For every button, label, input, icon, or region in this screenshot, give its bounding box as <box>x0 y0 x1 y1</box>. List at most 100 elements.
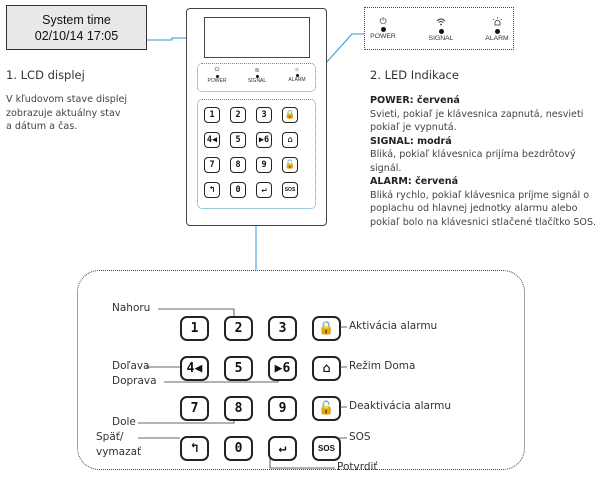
key-enter[interactable]: ↵ <box>268 436 297 461</box>
device-led-power: ⏻ POWER <box>199 67 235 84</box>
key-5[interactable]: 5 <box>224 356 253 381</box>
device-led-signal-label: SIGNAL <box>247 78 267 84</box>
down-arrow-icon: 8 <box>234 401 243 416</box>
key-7-label: 7 <box>209 160 215 170</box>
lock-icon: 🔒 <box>318 321 335 336</box>
system-time-value: 02/10/14 17:05 <box>34 29 119 43</box>
signal-desc-line: Bliká, pokiaľ klávesnica prijíma bezdrôt… <box>370 149 576 160</box>
key-7[interactable]: 7 <box>204 157 220 173</box>
key-1[interactable]: 1 <box>204 107 220 123</box>
lock-icon: 🔒 <box>284 110 296 120</box>
led-dot <box>295 74 299 77</box>
left-arrow-icon: 4◀ <box>206 135 218 145</box>
label-enter: Potvrdiť <box>337 461 378 473</box>
key-sos-label: SOS <box>318 444 335 453</box>
key-4-left[interactable]: 4◀ <box>204 132 220 148</box>
right-arrow-icon: ▶6 <box>258 135 270 145</box>
led-alarm: ALARM <box>477 17 517 42</box>
key-home[interactable]: ⌂ <box>312 356 341 381</box>
key-7[interactable]: 7 <box>180 396 209 421</box>
key-sos[interactable]: SOS <box>312 436 341 461</box>
key-3-label: 3 <box>278 321 287 336</box>
key-9[interactable]: 9 <box>256 157 272 173</box>
power-desc-line: pokiaľ je vypnutá. <box>370 122 457 133</box>
led-alarm-label: ALARM <box>485 35 509 42</box>
down-arrow-icon: 8 <box>235 160 241 170</box>
key-8-down[interactable]: 8 <box>230 157 246 173</box>
key-disarm[interactable]: 🔓 <box>282 157 298 173</box>
section-lcd-title: 1. LCD displej <box>6 68 85 82</box>
key-4-left[interactable]: 4◀ <box>180 356 209 381</box>
key-disarm[interactable]: 🔓 <box>312 396 341 421</box>
key-arm[interactable]: 🔒 <box>282 107 298 123</box>
key-2-up[interactable]: 2 <box>230 107 246 123</box>
key-back[interactable]: ↰ <box>180 436 209 461</box>
key-enter[interactable]: ↵ <box>256 182 272 198</box>
key-9[interactable]: 9 <box>268 396 297 421</box>
power-heading: POWER: červená <box>370 95 460 106</box>
system-time-label: System time <box>42 13 111 27</box>
unlock-icon: 🔓 <box>284 160 296 170</box>
key-3[interactable]: 3 <box>256 107 272 123</box>
label-arm: Aktivácia alarmu <box>349 320 438 332</box>
signal-icon: ≋ <box>254 68 260 74</box>
zoomed-keypad-panel <box>77 270 525 470</box>
lcd-screen <box>204 17 310 58</box>
device-led-alarm-label: ALARM <box>288 77 306 83</box>
led-dot <box>494 29 500 34</box>
led-dot <box>438 29 444 34</box>
up-arrow-icon: 2 <box>235 110 241 120</box>
led-dot <box>215 75 219 78</box>
key-0[interactable]: 0 <box>230 182 246 198</box>
power-icon: ⏻ <box>214 67 220 73</box>
key-0[interactable]: 0 <box>224 436 253 461</box>
key-1[interactable]: 1 <box>180 316 209 341</box>
key-back[interactable]: ↰ <box>204 182 220 198</box>
system-time-callout: System time 02/10/14 17:05 <box>6 5 147 50</box>
key-6-right[interactable]: ▶6 <box>256 132 272 148</box>
signal-icon <box>421 17 461 28</box>
device-led-power-label: POWER <box>207 78 227 84</box>
home-icon: ⌂ <box>287 135 293 145</box>
back-arrow-icon: ↰ <box>209 185 215 195</box>
label-up: Nahoru <box>112 302 151 314</box>
key-9-label: 9 <box>278 401 287 416</box>
key-5-label: 5 <box>234 361 243 376</box>
key-0-label: 0 <box>235 185 241 195</box>
key-3[interactable]: 3 <box>268 316 297 341</box>
key-home[interactable]: ⌂ <box>282 132 298 148</box>
key-sos[interactable]: SOS <box>282 182 298 198</box>
section-led-description: POWER: červená Svieti, pokiaľ je klávesn… <box>370 94 605 229</box>
signal-heading: SIGNAL: modrá <box>370 135 452 147</box>
alarm-desc-line: poplachu od hlavnej jednotky alarmu aleb… <box>370 203 578 214</box>
section-lcd-description: V kľudovom stave displej zobrazuje aktuá… <box>6 93 127 134</box>
led-dot <box>380 27 386 32</box>
left-arrow-icon: 4◀ <box>186 361 203 376</box>
led-legend: ⏻ POWER SIGNAL ALARM <box>364 7 514 50</box>
power-icon: ⏻ <box>379 16 387 26</box>
device-led-panel: ⏻ POWER ≋ SIGNAL ☼ ALARM <box>197 63 316 92</box>
key-8-down[interactable]: 8 <box>224 396 253 421</box>
led-signal: SIGNAL <box>421 17 461 42</box>
label-sos: SOS <box>349 431 371 443</box>
back-arrow-icon: ↰ <box>190 441 199 456</box>
key-7-label: 7 <box>190 401 199 416</box>
section-led-title: 2. LED Indikace <box>370 68 459 82</box>
key-6-right[interactable]: ▶6 <box>268 356 297 381</box>
key-5[interactable]: 5 <box>230 132 246 148</box>
led-signal-label: SIGNAL <box>428 35 454 42</box>
key-arm[interactable]: 🔒 <box>312 316 341 341</box>
label-right: Doprava <box>112 375 157 387</box>
key-1-label: 1 <box>209 110 215 120</box>
device-led-signal: ≋ SIGNAL <box>239 67 275 84</box>
key-1-label: 1 <box>190 321 199 336</box>
lcd-desc-line: zobrazuje aktuálny stav <box>6 107 121 119</box>
power-desc-line: Svieti, pokiaľ je klávesnica zapnutá, ne… <box>370 108 584 120</box>
key-3-label: 3 <box>261 110 267 120</box>
lcd-desc-line: a dátum a čas. <box>6 121 78 132</box>
alarm-icon <box>477 17 517 28</box>
label-left: Doľava <box>112 360 150 372</box>
key-2-up[interactable]: 2 <box>224 316 253 341</box>
led-power: ⏻ POWER <box>363 16 403 41</box>
enter-icon: ↵ <box>278 441 287 456</box>
